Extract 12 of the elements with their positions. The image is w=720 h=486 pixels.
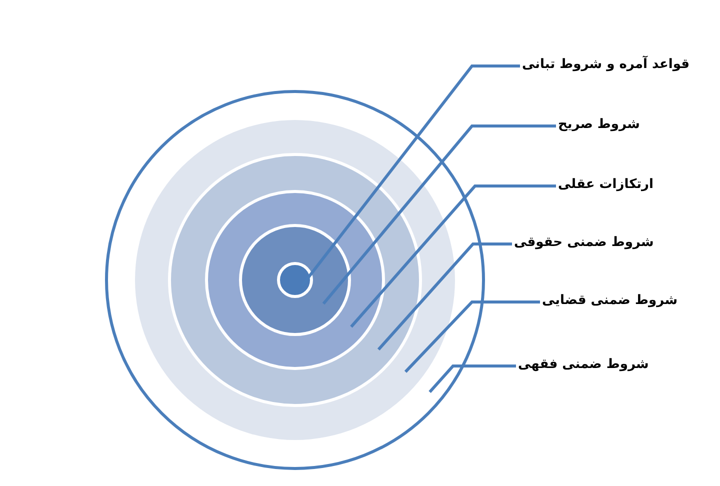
- leader-line: [428, 364, 516, 393]
- leader-line: [350, 184, 556, 328]
- leader-line: [322, 124, 556, 305]
- ring-label: شروط ضمنی فقهی: [516, 356, 651, 374]
- ring-label: شروط ضمنی حقوقی: [512, 234, 656, 252]
- leader-line: [404, 300, 540, 373]
- ring-label: شروط صریح: [556, 116, 642, 134]
- ring-label: قواعد آمره و شروط تبانی: [520, 56, 692, 74]
- ring-label: شروط ضمنی قضایی: [540, 292, 680, 310]
- ring-label: ارتکازات عقلی: [556, 176, 656, 194]
- center-dot: [277, 262, 313, 298]
- leader-line: [377, 242, 512, 350]
